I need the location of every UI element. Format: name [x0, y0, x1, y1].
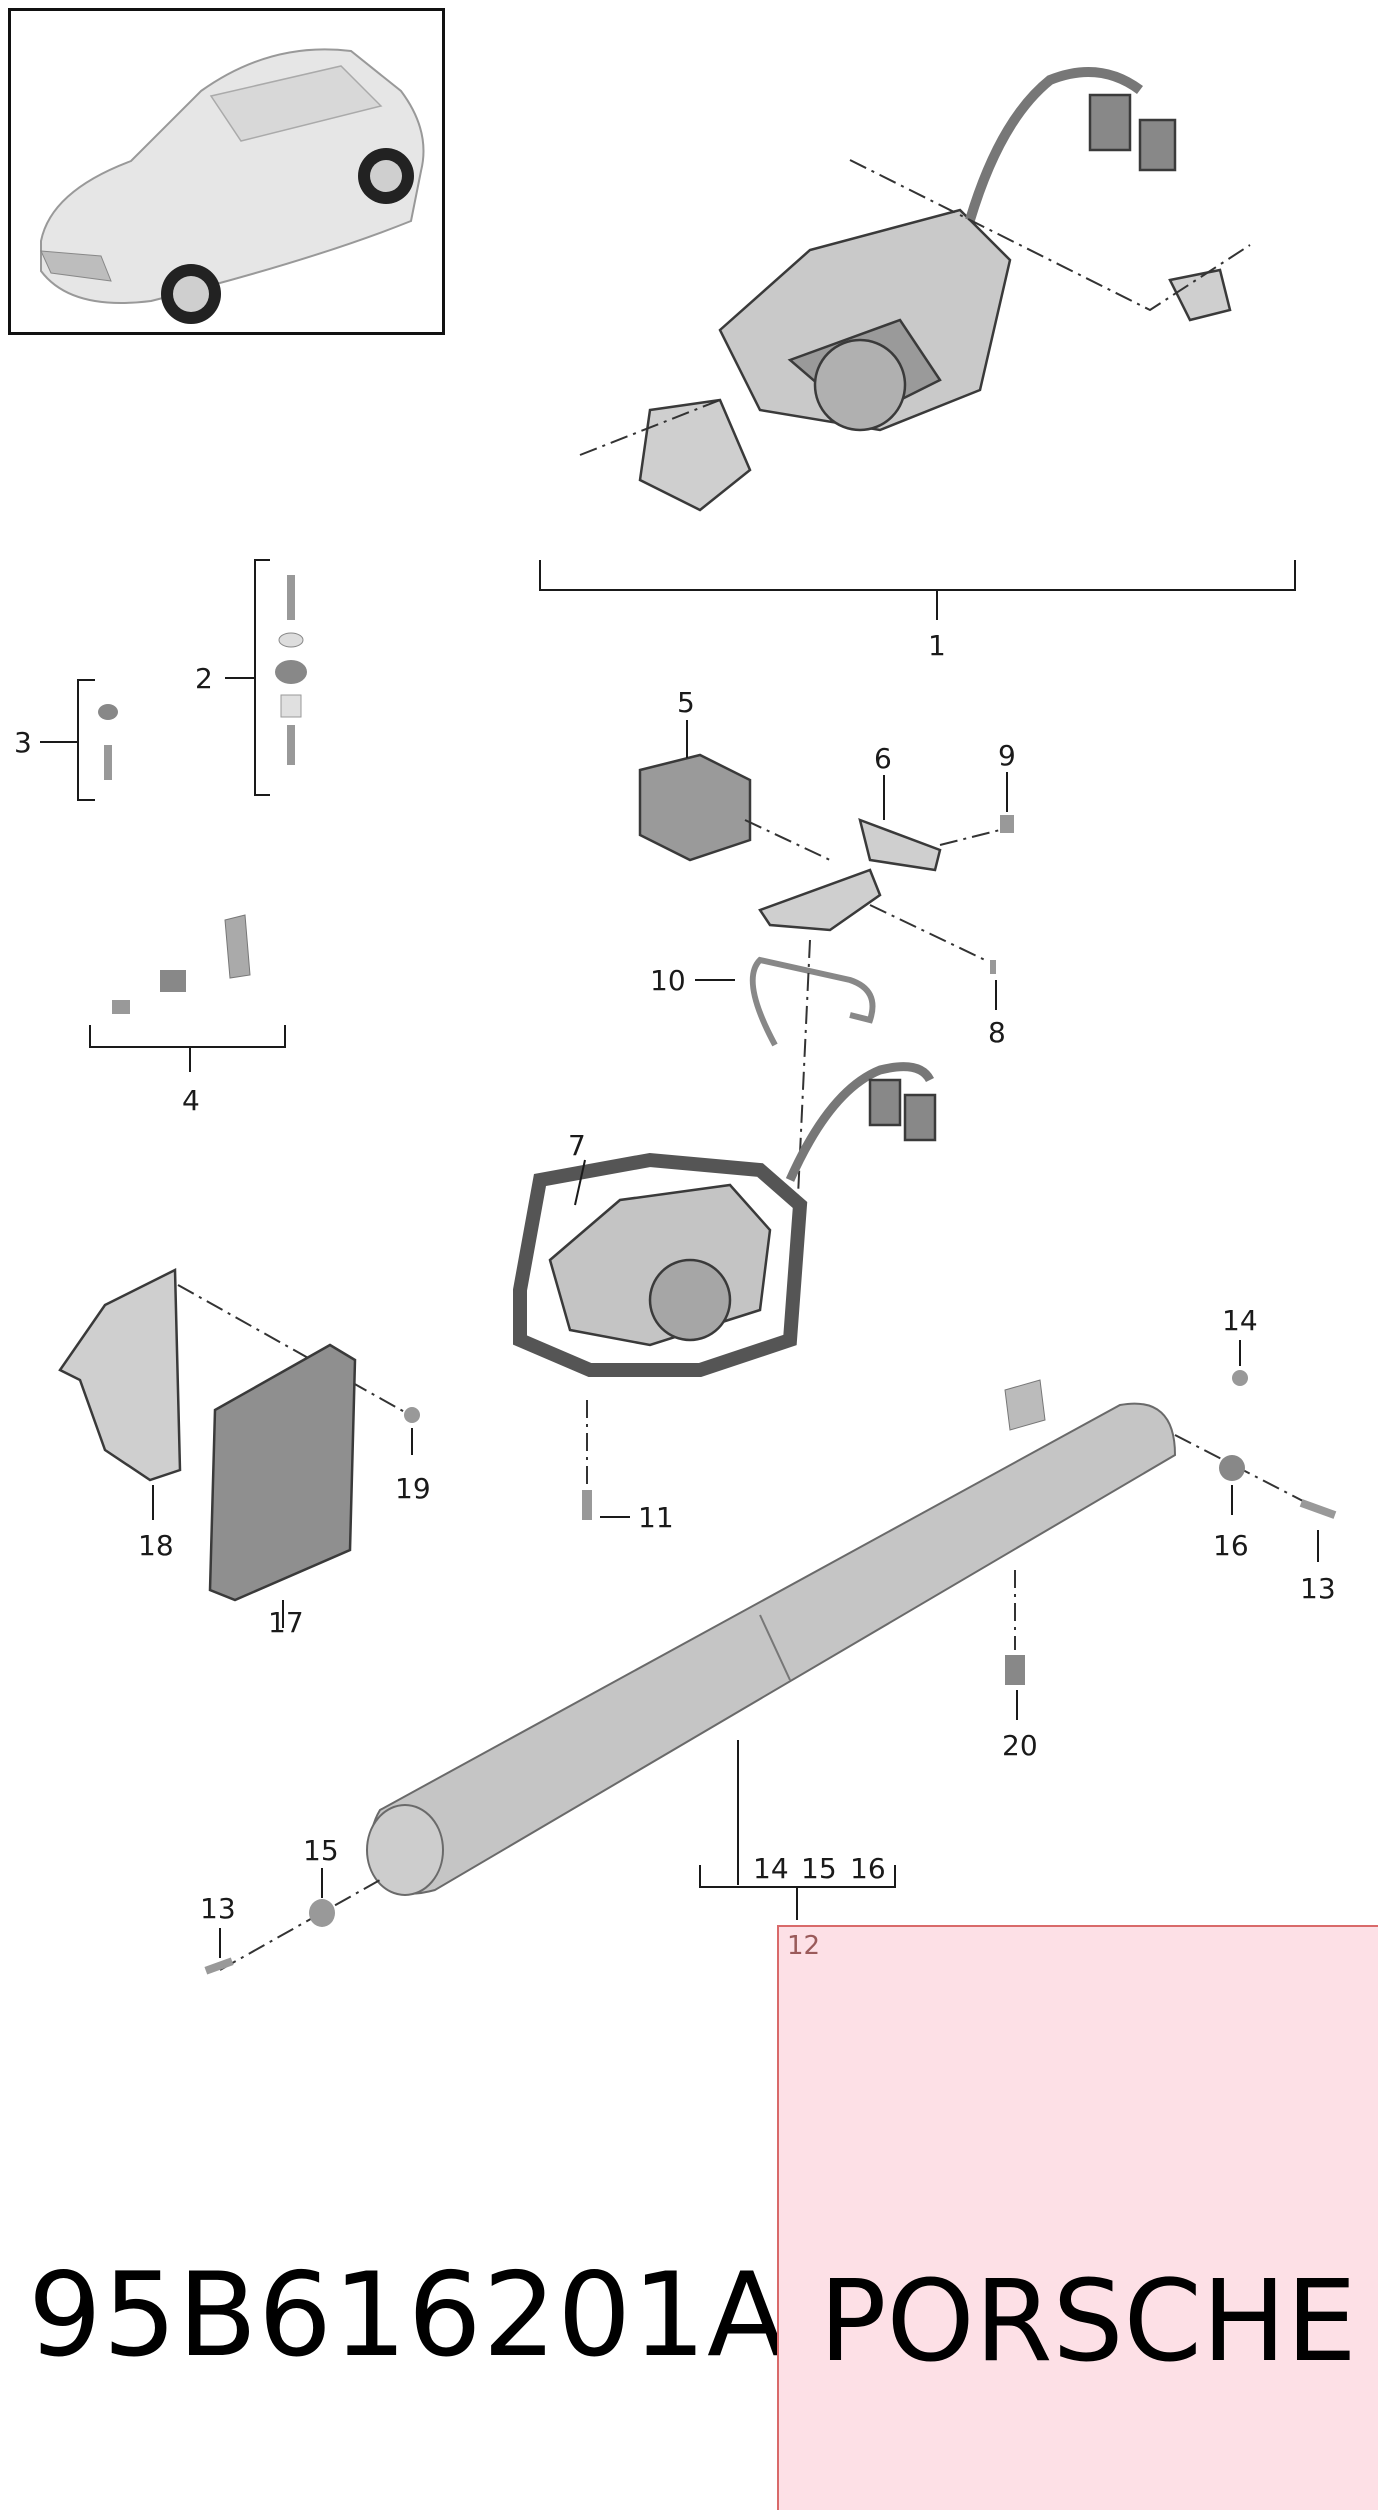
nut-14: [1232, 1340, 1248, 1386]
compressor-assembly-1: [539, 67, 1296, 620]
callout-14: 14: [1222, 1304, 1258, 1337]
callout-17: 17: [268, 1606, 304, 1639]
callout-6: 6: [874, 742, 892, 775]
control-unit-17: [208, 1343, 357, 1628]
callout-1: 1: [928, 629, 946, 662]
callout-15-group: 15: [801, 1852, 837, 1885]
bolt-11: [582, 1400, 630, 1520]
nut-9: [1000, 772, 1014, 833]
bracket-6: [758, 775, 1001, 961]
nut-19: [404, 1407, 420, 1455]
callout-16-group: 16: [850, 1852, 886, 1885]
callout-16: 16: [1213, 1529, 1249, 1562]
brand-panel: 12 PORSCHE: [777, 1925, 1378, 2510]
callout-20: 20: [1002, 1729, 1038, 1762]
callout-3: 3: [14, 726, 32, 759]
callout-7: 7: [568, 1129, 586, 1162]
callout-12: 12: [787, 1931, 821, 1961]
bolt-8: [990, 960, 997, 1010]
air-reservoir-12: [366, 1379, 1177, 1920]
callout-19: 19: [395, 1472, 431, 1505]
callout-4: 4: [182, 1084, 200, 1117]
bolt-13-left: [204, 1928, 234, 1975]
compressor-frame-7: [513, 1062, 937, 1377]
callout-8: 8: [988, 1016, 1006, 1049]
part-number: 95B616201A: [28, 2248, 788, 2383]
bushing-15: [219, 1868, 381, 1971]
brand-name: PORSCHE: [819, 2257, 1357, 2387]
bracket-18: [58, 1268, 411, 1520]
valve-block-5: [638, 720, 831, 862]
clip-set-4: [89, 914, 286, 1072]
callout-18: 18: [138, 1529, 174, 1562]
callout-14-group: 14: [753, 1852, 789, 1885]
vehicle-thumbnail: [8, 8, 445, 335]
pad-20: [1005, 1570, 1025, 1720]
callout-13-right: 13: [1300, 1572, 1336, 1605]
callout-10: 10: [650, 964, 686, 997]
callout-13-left: 13: [200, 1892, 236, 1925]
callout-5: 5: [677, 686, 695, 719]
bolt-set-3: [40, 679, 118, 801]
callout-9: 9: [998, 739, 1016, 772]
bolt-13-right: [1299, 1499, 1337, 1562]
callout-15: 15: [303, 1834, 339, 1867]
callout-2: 2: [195, 662, 213, 695]
pipe-10: [695, 956, 876, 1047]
bolt-set-2: [225, 559, 307, 796]
callout-11: 11: [638, 1501, 674, 1534]
car-icon: [40, 48, 425, 324]
